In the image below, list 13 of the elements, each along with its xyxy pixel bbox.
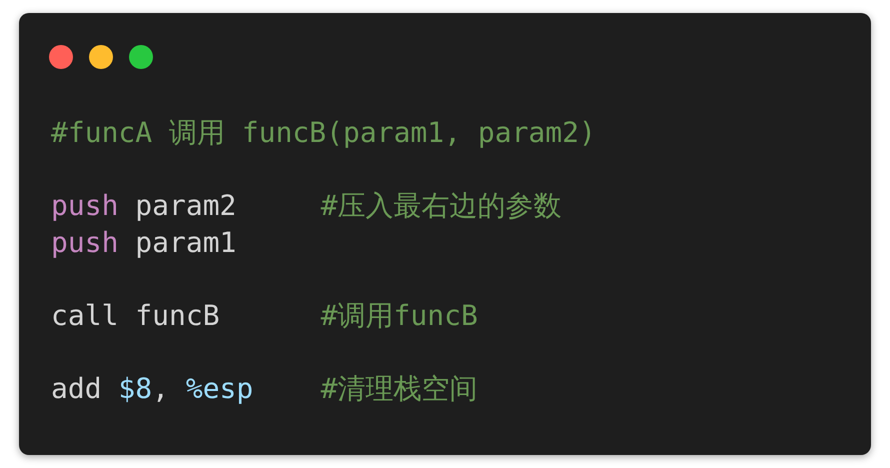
code-value: $8 — [118, 371, 152, 408]
code-text: , — [152, 371, 169, 408]
code-text: add — [51, 371, 102, 408]
code-text: call funcB — [51, 298, 220, 334]
code-comment: #压入最右边的参数 — [320, 188, 562, 224]
code-keyword: push — [51, 224, 118, 261]
code-comment: #funcA 调用 funcB(param1, param2) — [51, 115, 596, 151]
code-text: param1 — [135, 224, 236, 261]
code-value: %esp — [186, 371, 254, 408]
code-keyword: push — [51, 188, 118, 224]
code-comment: #调用funcB — [320, 298, 478, 334]
code-text: param2 — [135, 188, 236, 224]
code-comment: #清理栈空间 — [320, 371, 478, 408]
